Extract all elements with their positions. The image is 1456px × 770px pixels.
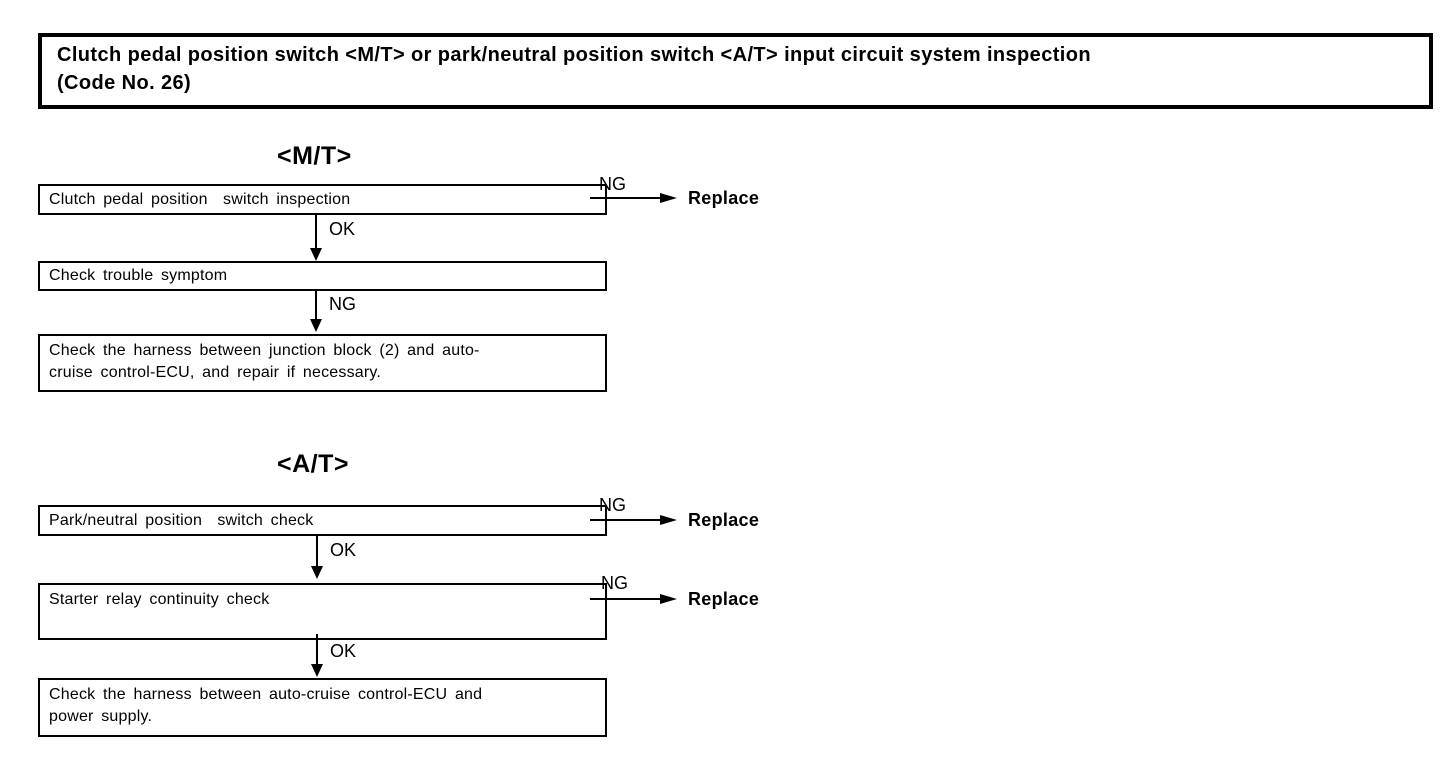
mt-ng2-edge-label: NG [329, 294, 356, 314]
mt-replace-terminal-1: Replace [688, 188, 760, 208]
page-title-line-2: (Code No. 26) [57, 72, 192, 94]
flow-box-text: Check trouble symptom [49, 267, 228, 284]
flow-box-text-line-1: Check the harness between auto-cruise co… [49, 686, 483, 703]
flow-box-text: Starter relay continuity check [49, 591, 270, 608]
flow-box-text: Clutch pedal position switch inspection [49, 190, 351, 208]
flow-box-text-line-1: Check the harness between junction block… [49, 342, 480, 359]
mt-step-check-harness: Check the harness between junction block… [38, 334, 607, 392]
title-box: Clutch pedal position switch <M/T> or pa… [38, 33, 1433, 109]
mt-step-clutch-switch-inspection: Clutch pedal position switch inspection [38, 184, 607, 215]
at-step-check-harness-power-supply: Check the harness between auto-cruise co… [38, 678, 607, 737]
section-heading-at: <A/T> [277, 450, 349, 478]
at-step-park-neutral-switch-check: Park/neutral position switch check [38, 505, 607, 536]
flow-box-text-line-2: cruise control-ECU, and repair if necess… [49, 364, 382, 381]
at-step-starter-relay-check: Starter relay continuity check [38, 583, 607, 640]
at-replace-terminal-2: Replace [688, 589, 760, 609]
flow-box-text-line-2: power supply. [49, 708, 153, 725]
at-ng1-edge-label: NG [599, 495, 626, 515]
mt-ng1-edge-label: NG [599, 174, 626, 194]
at-ok1-edge-label: OK [330, 540, 357, 560]
at-replace-terminal-1: Replace [688, 510, 760, 530]
mt-step-check-trouble-symptom: Check trouble symptom [38, 261, 607, 291]
at-ok2-edge-label: OK [330, 641, 357, 661]
page-title-line-1: Clutch pedal position switch <M/T> or pa… [57, 44, 1091, 66]
section-heading-mt: <M/T> [277, 142, 352, 170]
flow-box-text: Park/neutral position switch check [49, 511, 314, 529]
mt-ok-edge-label: OK [329, 219, 356, 239]
at-ng2-edge-label: NG [601, 573, 628, 593]
